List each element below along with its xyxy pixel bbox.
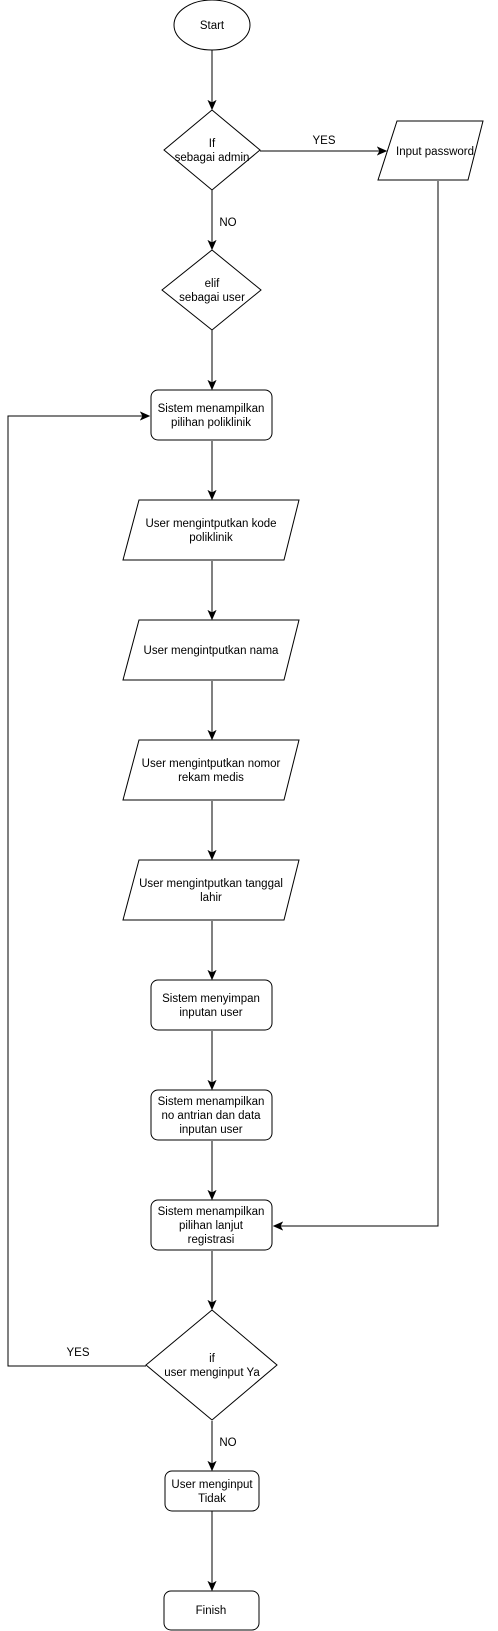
show-antrian-line-3: inputan user bbox=[179, 1124, 242, 1136]
node-show-lanjut-label: Sistem menampilkan pilihan lanjut registra… bbox=[158, 1206, 265, 1246]
edge-label-ya-yes: YES bbox=[66, 1347, 89, 1359]
node-if-ya-label: if user menginput Ya bbox=[164, 1353, 260, 1379]
show-lanjut-line-3: registrasi bbox=[188, 1234, 235, 1246]
node-finish-label: Finish bbox=[196, 1605, 227, 1617]
input-tidak-line-1: User menginput bbox=[171, 1479, 253, 1491]
if-admin-line-2: sebagai admin bbox=[175, 152, 250, 164]
node-input-kode-label: User mengintputkan kode poliklinik bbox=[145, 518, 276, 544]
if-admin-line-1: If bbox=[209, 138, 216, 150]
save-input-line-1: Sistem menyimpan bbox=[162, 993, 260, 1005]
show-poliklinik-line-1: Sistem menampilkan bbox=[158, 403, 265, 415]
node-input-rm: User mengintputkan nomor rekam medis bbox=[122, 739, 300, 801]
finish-line-1: Finish bbox=[196, 1605, 227, 1617]
node-show-antrian: Sistem menampilkan no antrian dan data inp… bbox=[150, 1089, 273, 1141]
input-tgl-line-2: lahir bbox=[200, 892, 222, 904]
node-elif-user-label: elif sebagai user bbox=[179, 278, 245, 304]
input-password-line-1: Input password bbox=[396, 146, 474, 158]
edge-label-ya-no: NO bbox=[219, 1437, 236, 1449]
show-antrian-line-1: Sistem menampilkan bbox=[158, 1096, 265, 1108]
input-kode-line-1: User mengintputkan kode bbox=[145, 518, 276, 530]
node-start-label: Start bbox=[200, 20, 225, 32]
input-nama-line-1: User mengintputkan nama bbox=[144, 645, 279, 657]
save-input-line-2: inputan user bbox=[179, 1007, 242, 1019]
node-if-admin: If sebagai admin bbox=[163, 109, 261, 191]
edge-labels: YES NO YES NO bbox=[66, 135, 335, 1449]
node-show-poliklinik-label: Sistem menampilkan pilihan poliklinik bbox=[158, 403, 265, 429]
elif-user-line-1: elif bbox=[205, 278, 221, 290]
edges bbox=[7, 50, 439, 1590]
show-antrian-line-2: no antrian dan data bbox=[161, 1110, 261, 1122]
if-ya-line-2: user menginput Ya bbox=[164, 1367, 260, 1379]
node-input-rm-label: User mengintputkan nomor rekam medis bbox=[142, 758, 281, 784]
node-save-input-label: Sistem menyimpan inputan user bbox=[162, 993, 260, 1019]
node-show-antrian-label: Sistem menampilkan no antrian dan data inp… bbox=[158, 1096, 265, 1136]
node-save-input: Sistem menyimpan inputan user bbox=[150, 979, 273, 1031]
node-show-lanjut: Sistem menampilkan pilihan lanjut registra… bbox=[150, 1199, 273, 1251]
show-lanjut-line-2: pilihan lanjut bbox=[179, 1220, 244, 1232]
node-input-nama: User mengintputkan nama bbox=[122, 619, 300, 681]
node-start: Start bbox=[173, 0, 251, 51]
start-line-1: Start bbox=[200, 20, 225, 32]
edge-if-ya-yes-loop bbox=[7, 416, 149, 1367]
node-input-nama-label: User mengintputkan nama bbox=[144, 645, 279, 657]
node-input-password: Input password bbox=[377, 120, 484, 181]
edge-label-admin-yes: YES bbox=[312, 135, 335, 147]
node-input-password-label: Input password bbox=[396, 146, 474, 158]
node-input-tgl: User mengintputkan tanggal lahir bbox=[122, 859, 300, 921]
show-lanjut-line-1: Sistem menampilkan bbox=[158, 1206, 265, 1218]
if-ya-line-1: if bbox=[209, 1353, 216, 1365]
node-finish: Finish bbox=[163, 1590, 260, 1631]
node-elif-user: elif sebagai user bbox=[161, 249, 262, 331]
node-if-admin-label: If sebagai admin bbox=[175, 138, 250, 164]
show-poliklinik-line-2: pilihan poliklinik bbox=[171, 417, 251, 429]
input-tgl-line-1: User mengintputkan tanggal bbox=[139, 878, 283, 890]
node-show-poliklinik: Sistem menampilkan pilihan poliklinik bbox=[150, 389, 273, 441]
elif-user-line-2: sebagai user bbox=[179, 292, 245, 304]
edge-password-to-lanjut bbox=[274, 181, 439, 1226]
node-input-kode: User mengintputkan kode poliklinik bbox=[122, 499, 300, 561]
input-rm-line-1: User mengintputkan nomor bbox=[142, 758, 281, 770]
input-tidak-line-2: Tidak bbox=[198, 1493, 226, 1505]
edge-label-admin-no: NO bbox=[219, 217, 236, 229]
node-input-tgl-label: User mengintputkan tanggal lahir bbox=[139, 878, 283, 904]
input-kode-line-2: poliklinik bbox=[189, 532, 233, 544]
node-if-ya: if user menginput Ya bbox=[145, 1309, 278, 1421]
input-rm-line-2: rekam medis bbox=[178, 772, 244, 784]
